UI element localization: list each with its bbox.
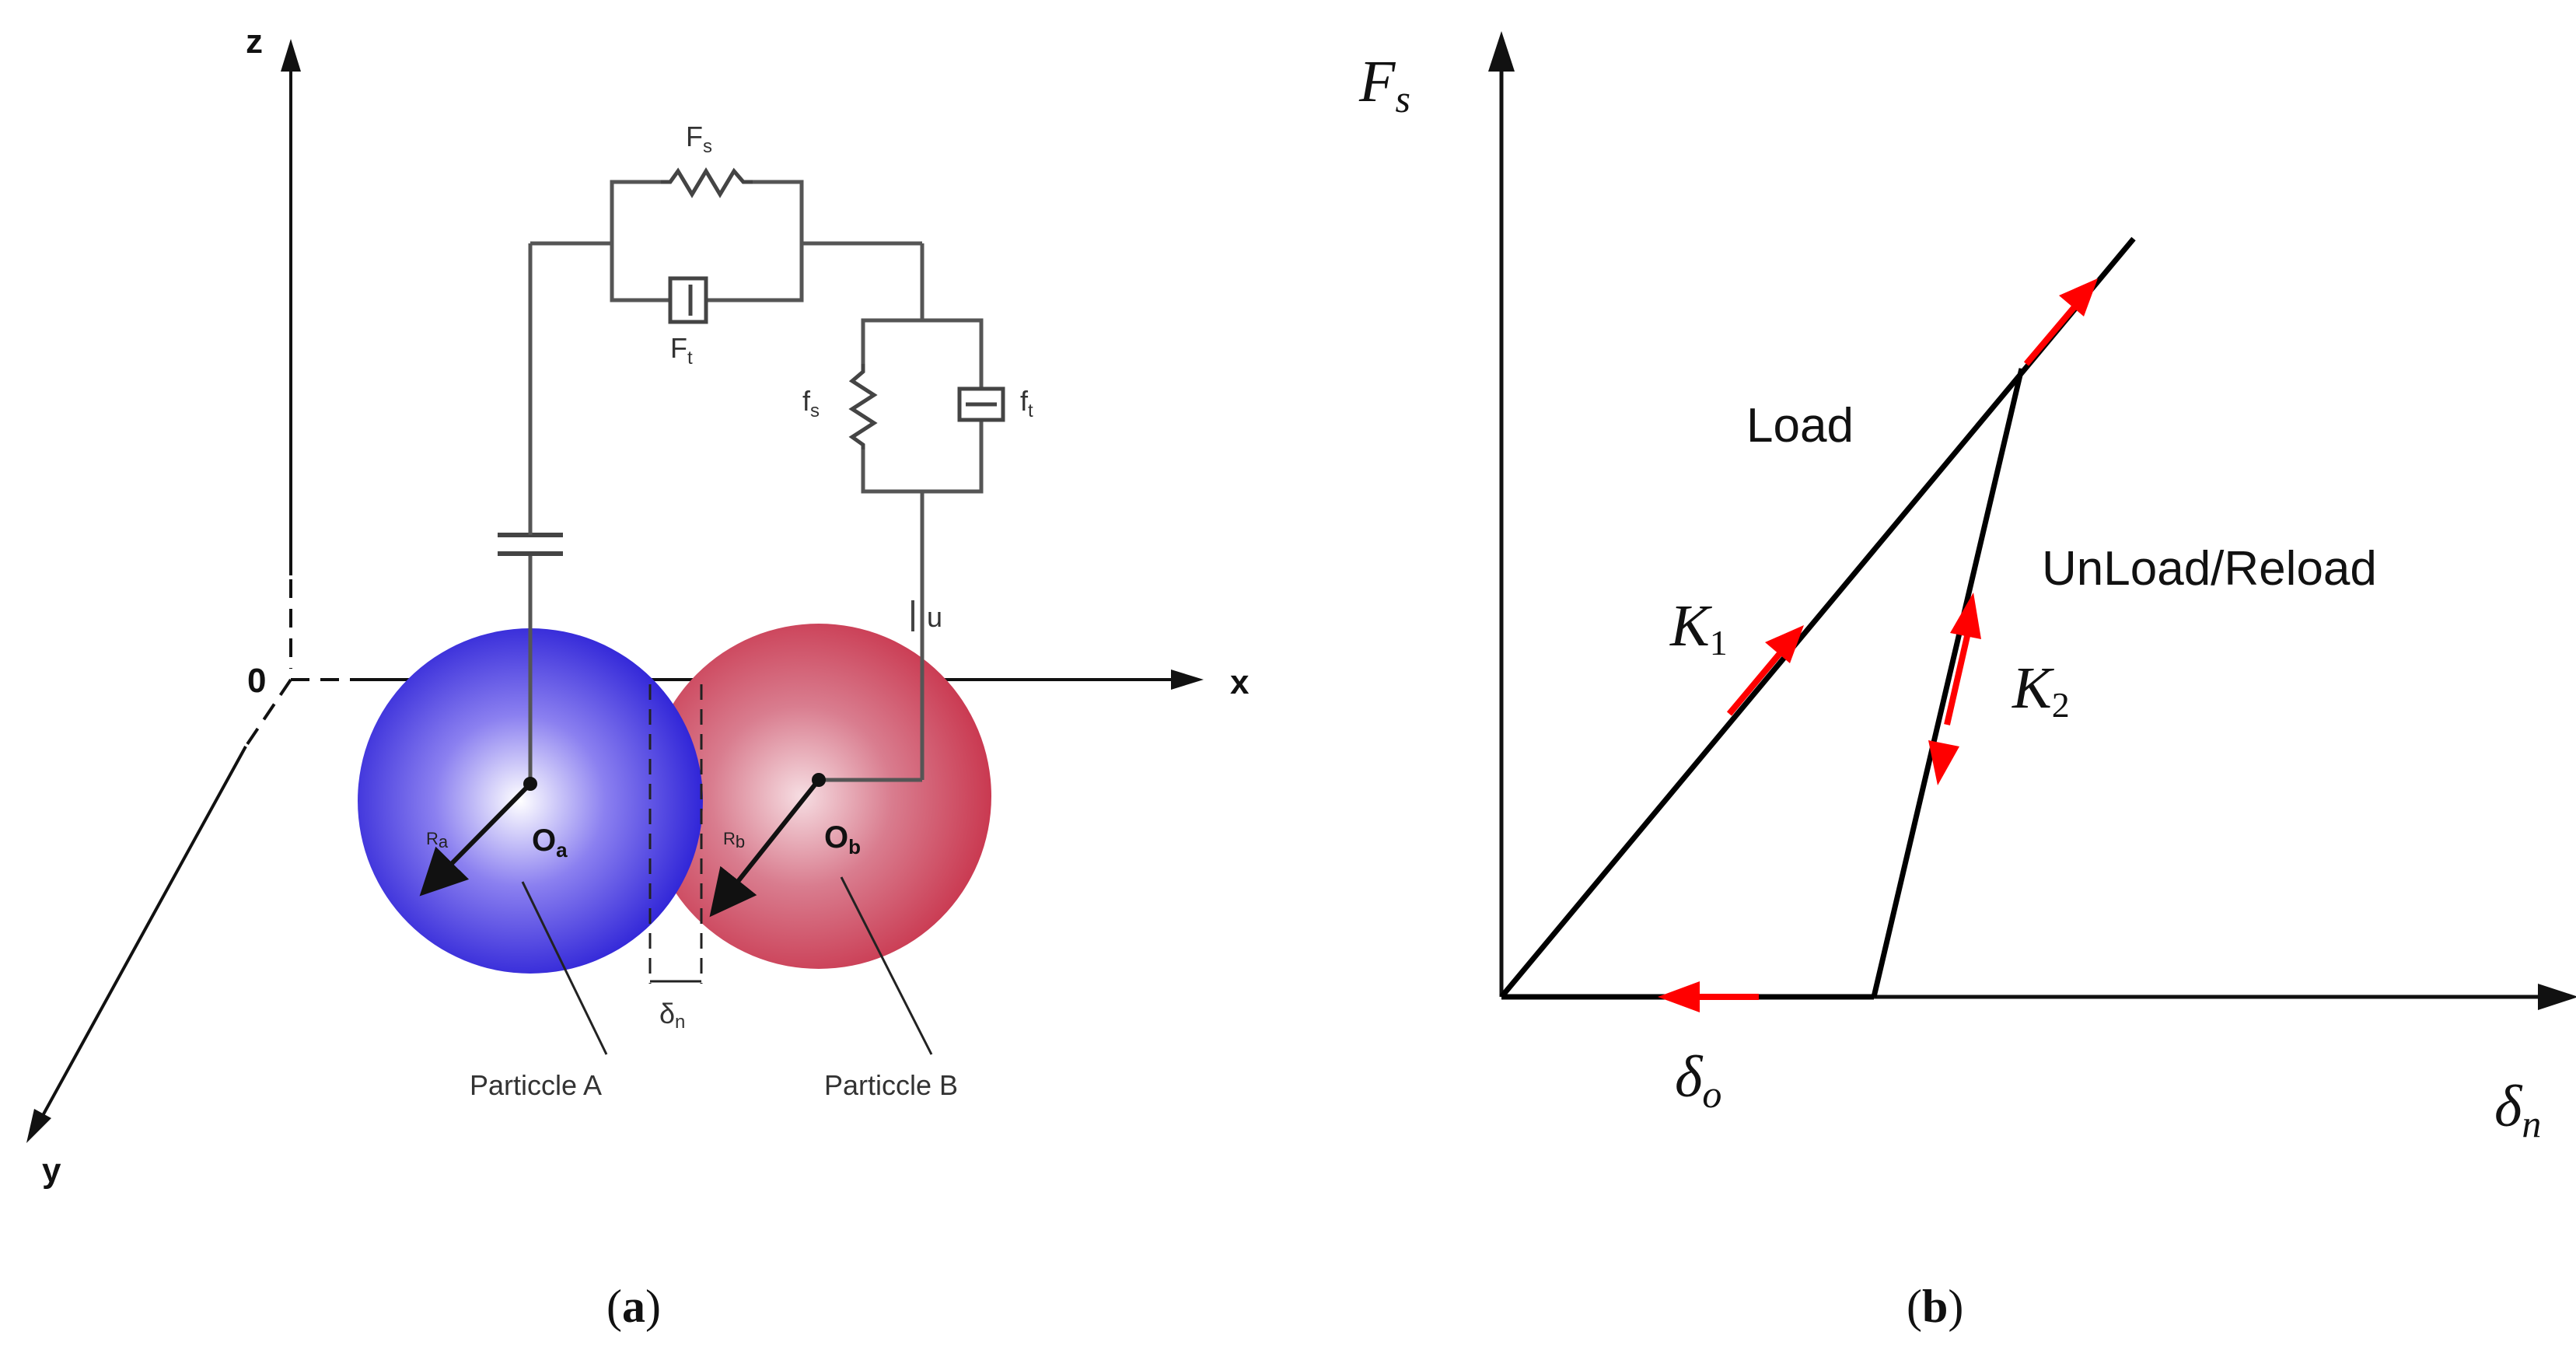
delta-n-axis-label: δn [2494, 1074, 2541, 1145]
residual-arrow-head [1658, 981, 1700, 1012]
contact-model-circuit: Fs Ft fs ft u [498, 121, 1033, 784]
x-axis-arrowhead [1171, 670, 1204, 690]
fs-axis-label: Fs [1358, 49, 1410, 121]
x-axis-label: x [1230, 663, 1250, 701]
panel-a: z x y 0 δn [26, 23, 1250, 1332]
k1-label: K1 [1669, 593, 1728, 663]
particle-b-leader [840, 876, 933, 1055]
center-b-label: Ob [824, 820, 861, 858]
delta-n-axis-arrowhead [2538, 984, 2576, 1010]
top-dashpot-label: Ft [670, 332, 693, 369]
origin-label: 0 [247, 662, 266, 700]
radius-a-label: Ra [426, 829, 449, 851]
caption-a: (a) [606, 1281, 661, 1332]
right-spring [848, 364, 878, 449]
right-dashpot-label: ft [1020, 385, 1033, 421]
top-spring [661, 167, 753, 198]
load-arrow-mid-shaft [1726, 645, 1788, 716]
radius-b-label: Rb [723, 829, 745, 851]
y-axis-dashed [244, 678, 292, 748]
overlap-label: δn [659, 998, 685, 1033]
k2-label: K2 [2012, 656, 2070, 725]
unload-reload-label: UnLoad/Reload [2042, 542, 2377, 596]
red-arrows [1658, 278, 2098, 1012]
right-spring-label: fs [802, 385, 820, 421]
load-arrow-top-shaft [2023, 301, 2081, 366]
radius-a-arrow [419, 781, 533, 897]
z-axis-label: z [246, 23, 263, 61]
reload-arrow-shaft [1944, 635, 1970, 725]
z-axis-arrowhead [281, 39, 301, 72]
radius-b-arrow [709, 778, 821, 918]
top-spring-label: Fs [686, 121, 712, 157]
y-axis-arrowhead [26, 1109, 51, 1143]
load-arrow-mid-head [1765, 625, 1804, 663]
particle-a-leader [521, 881, 608, 1055]
y-axis-label: y [42, 1152, 61, 1190]
reload-arrow-up-head [1950, 593, 1981, 639]
panel-b: Fs δn δo K1 K2 Load UnLoad/Reload (b) [1358, 31, 2576, 1332]
top-dashpot-cylinder [668, 276, 708, 324]
load-label: Load [1746, 399, 1854, 453]
y-axis [39, 746, 247, 1121]
center-a-label: Oa [532, 823, 568, 862]
unload-reload-line [1871, 368, 2025, 998]
delta-o-label: δo [1675, 1044, 1721, 1116]
load-arrow-top-head [2059, 278, 2098, 316]
caption-b: (b) [1907, 1281, 1963, 1332]
particle-b-label: Particcle B [824, 1069, 958, 1101]
particle-a-label: Particcle A [470, 1069, 602, 1101]
u-label: u [927, 601, 942, 633]
reload-arrow-down-head [1928, 740, 1959, 785]
axes-3d: z x y 0 [26, 23, 1250, 1190]
fs-axis-arrowhead [1488, 31, 1515, 72]
